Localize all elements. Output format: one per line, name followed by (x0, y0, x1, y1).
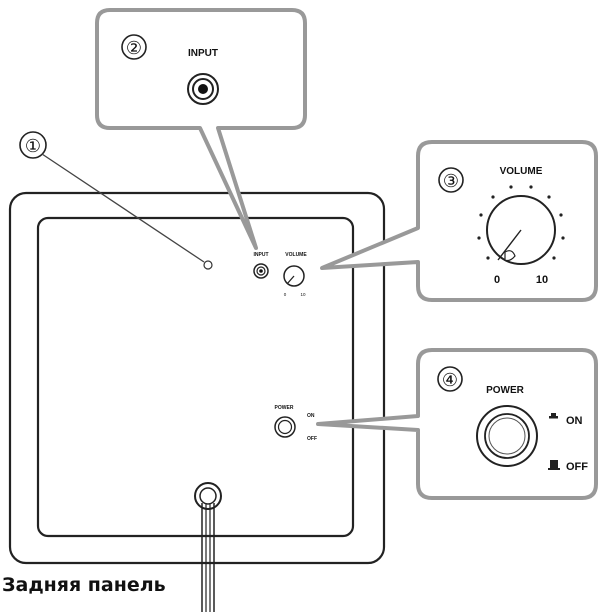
svg-text:②: ② (126, 38, 142, 58)
svg-text:POWER: POWER (486, 385, 525, 396)
svg-text:VOLUME: VOLUME (285, 252, 307, 258)
volume-knob-icon (477, 185, 565, 265)
panel-input-jack: INPUT (253, 252, 269, 279)
callout-2-bubble: ② INPUT (95, 8, 307, 250)
svg-text:OFF: OFF (307, 436, 317, 442)
panel-hole (203, 260, 213, 270)
cabinet-inner-panel (36, 216, 355, 538)
svg-text:VOLUME: VOLUME (500, 166, 543, 177)
svg-text:0: 0 (284, 292, 287, 297)
callout-1: ① (19, 131, 205, 263)
input-jack-icon (187, 73, 219, 105)
svg-text:10: 10 (536, 274, 548, 286)
svg-text:③: ③ (443, 171, 459, 191)
power-cord (194, 482, 222, 612)
off-state-icon (548, 460, 560, 470)
callout-4-bubble: ④ POWER ON OFF (316, 348, 598, 500)
svg-text:ON: ON (307, 413, 315, 419)
svg-text:POWER: POWER (275, 405, 294, 411)
svg-text:④: ④ (442, 370, 458, 390)
svg-text:INPUT: INPUT (188, 48, 218, 59)
callout-3-bubble: ③ VOLUME 0 10 (320, 140, 598, 302)
svg-text:INPUT: INPUT (254, 252, 269, 258)
svg-text:①: ① (25, 136, 41, 156)
panel-power-switch: POWER ON OFF (274, 405, 317, 442)
panel-volume-knob: VOLUME 0 10 (283, 252, 307, 297)
svg-text:OFF: OFF (566, 461, 588, 473)
rear-panel-caption: Задняя панель (2, 574, 166, 596)
power-switch-icon (476, 405, 538, 467)
on-state-icon (549, 413, 558, 419)
svg-text:0: 0 (494, 274, 500, 286)
svg-text:ON: ON (566, 415, 583, 427)
svg-text:10: 10 (300, 292, 306, 297)
